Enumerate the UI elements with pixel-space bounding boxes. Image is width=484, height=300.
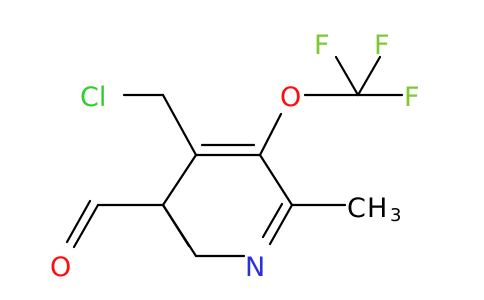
bond-cf3-f1	[334, 55, 360, 97]
bond-cho-o-double	[65, 199, 92, 244]
aldehyde-oxygen-label: O	[50, 252, 71, 283]
bond-c4-ch2	[161, 93, 198, 157]
methyl-subscript: 3	[390, 205, 401, 226]
bond-c2-n	[268, 203, 294, 246]
bond-cf3-f2	[356, 55, 382, 97]
bond-c2-n-double	[261, 202, 284, 239]
bond-c3-c2	[258, 153, 294, 207]
fluorine-label-2: F	[374, 30, 390, 61]
bond-cho-o	[72, 203, 100, 249]
bond-c6-c5-double	[161, 203, 191, 248]
bond-c5-c4	[161, 153, 198, 207]
bond-c3-o	[258, 112, 283, 157]
chlorine-label: Cl	[80, 82, 106, 113]
methyl-hydrogen-label: H	[367, 193, 387, 224]
ring-nitrogen-label: N	[245, 252, 265, 283]
fluorine-label-1: F	[314, 30, 330, 61]
ether-oxygen-label: O	[280, 82, 301, 113]
methyl-carbon-label: C	[347, 193, 366, 224]
fluorine-label-3: F	[404, 82, 420, 113]
